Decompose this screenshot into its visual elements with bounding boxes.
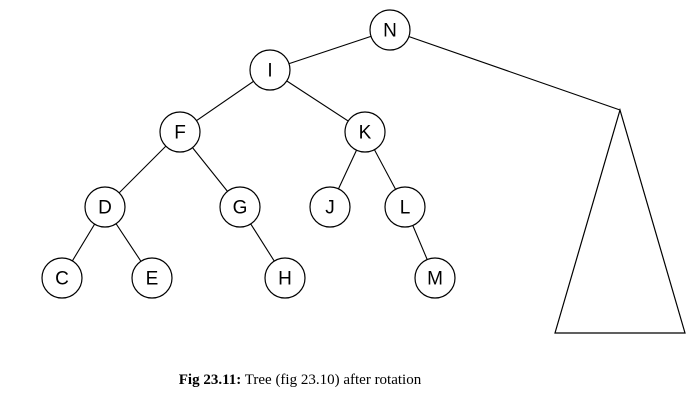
tree-node-d: D (84, 186, 126, 228)
node-label: C (55, 269, 69, 290)
edge-n-subtree (389, 29, 621, 111)
node-label: G (233, 198, 248, 219)
caption-label: Fig 23.11: (178, 372, 242, 388)
node-label: J (325, 198, 335, 219)
tree-node-m: M (414, 257, 456, 299)
caption-text: Tree (fig 23.10) after rotation (241, 372, 422, 388)
node-label: N (383, 21, 397, 42)
figure-caption: Fig 23.11: Tree (fig 23.10) after rotati… (0, 372, 600, 389)
node-circle (414, 257, 456, 299)
node-label: H (278, 269, 292, 290)
node-circle (41, 257, 83, 299)
node-label: K (359, 123, 372, 144)
right-subtree-triangle (554, 107, 686, 334)
node-circle (264, 257, 306, 299)
node-label: F (174, 123, 186, 144)
edges (61, 29, 621, 279)
edge-n-i (269, 29, 391, 71)
tree-node-n: N (369, 9, 411, 51)
tree-diagram: N I F K D G J L C E H M (41, 9, 686, 334)
node-label: L (400, 198, 411, 219)
tree-node-i: I (249, 49, 291, 91)
node-label: D (98, 198, 112, 219)
node-circle (159, 111, 201, 153)
nodes: N I F K D G J L C E H M (41, 9, 456, 299)
node-label: M (427, 269, 443, 290)
tree-node-j: J (309, 186, 351, 228)
tree-node-g: G (219, 186, 261, 228)
node-circle (384, 186, 426, 228)
node-label: I (267, 61, 272, 82)
node-circle (344, 111, 386, 153)
tree-node-l: L (384, 186, 426, 228)
tree-node-e: E (131, 257, 173, 299)
node-circle (249, 49, 291, 91)
node-circle (309, 186, 351, 228)
node-circle (84, 186, 126, 228)
tree-node-f: F (159, 111, 201, 153)
node-circle (131, 257, 173, 299)
node-circle (219, 186, 261, 228)
node-label: E (146, 269, 159, 290)
tree-node-c: C (41, 257, 83, 299)
tree-node-h: H (264, 257, 306, 299)
tree-node-k: K (344, 111, 386, 153)
node-circle (369, 9, 411, 51)
